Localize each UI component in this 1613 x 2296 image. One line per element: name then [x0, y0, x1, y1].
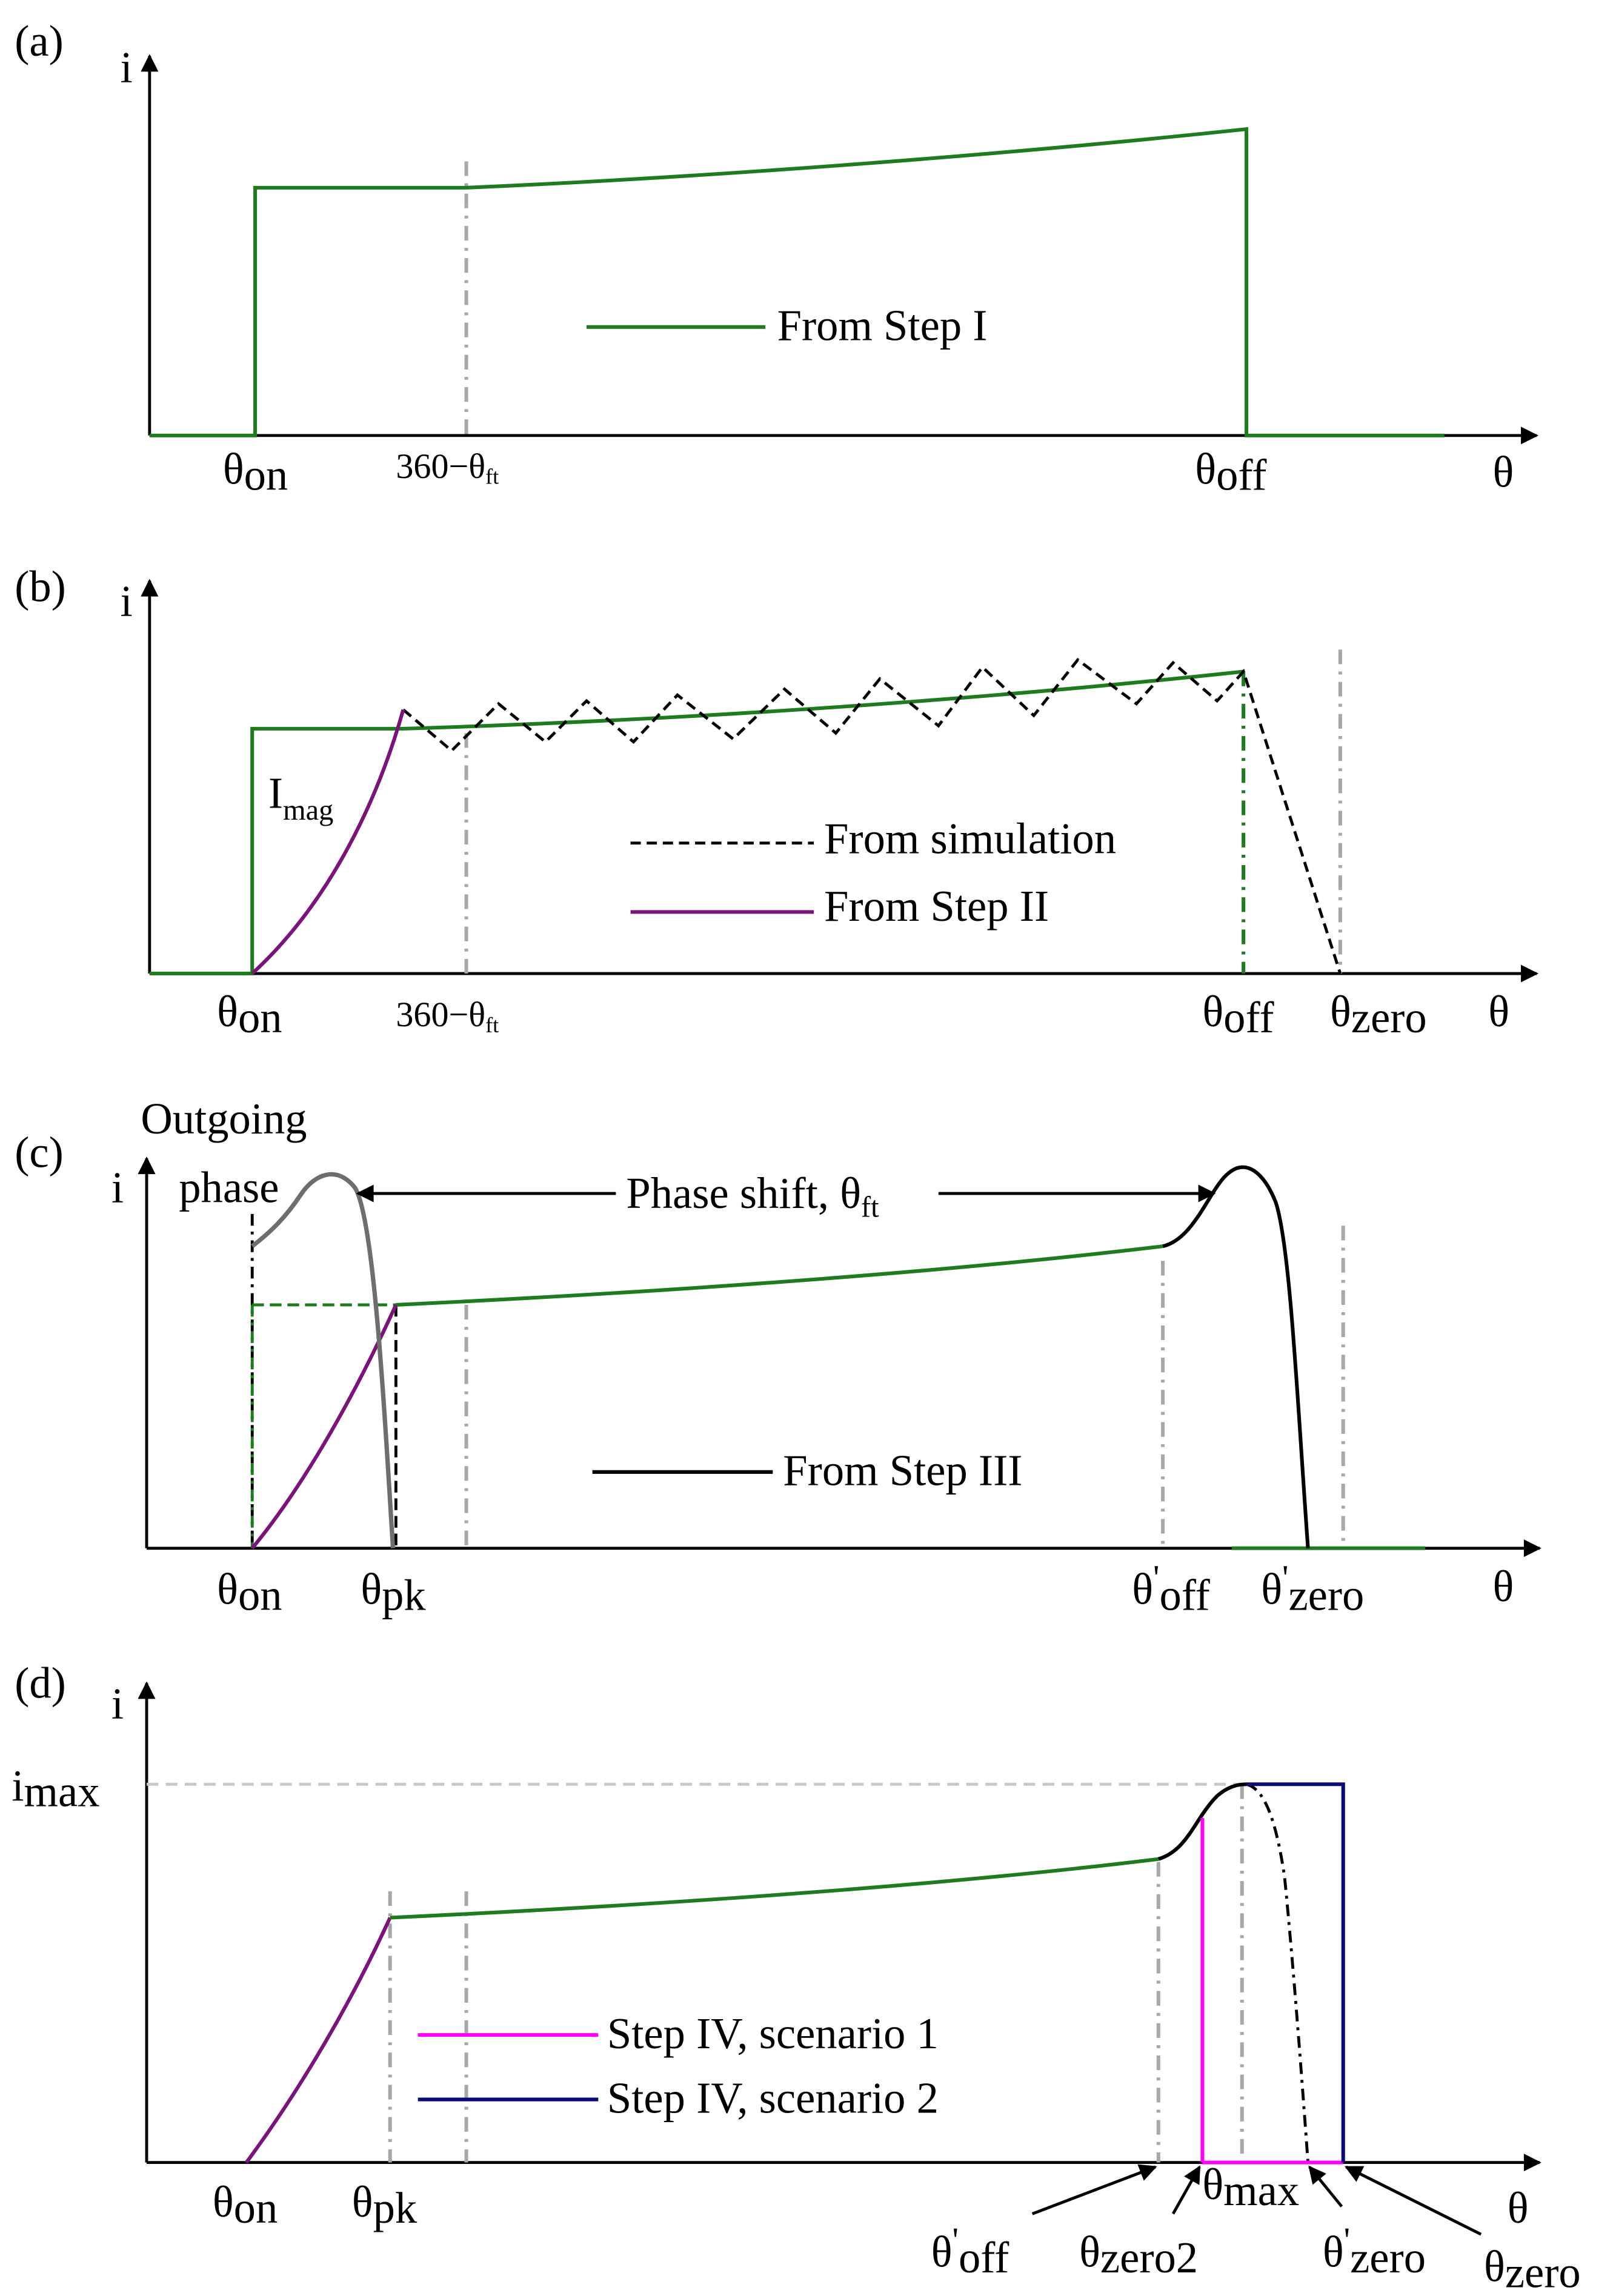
panel-b-y-axis-label: i	[120, 577, 132, 626]
panel-b-theta-on-label: θon	[217, 987, 282, 1042]
panel-d-original-fall	[1246, 1782, 1310, 2163]
panel-b-legend-sim-label: From simulation	[824, 814, 1116, 863]
panel-b-simulation-current	[402, 657, 1342, 974]
panel-d-theta-pk-label: θpk	[352, 2177, 417, 2232]
panel-c-magnetizing-current	[250, 1304, 398, 1550]
panel-c-theta-zero-prime-label: θ'zero	[1261, 1558, 1364, 1619]
panel-d-arrow-theta-zero2	[1171, 2165, 1201, 2215]
panel-c-outgoing-label: Outgoing	[141, 1094, 307, 1143]
panel-a-legend-label: From Step I	[777, 301, 988, 350]
panel-c-outgoing-phase-current	[251, 1172, 396, 1548]
panel-c-theta-on-label: θon	[217, 1565, 282, 1620]
panel-c-legend-label: From Step III	[783, 1446, 1022, 1495]
panel-d-theta-max-label: θmax	[1202, 2160, 1299, 2215]
panel-d-theta-zero-label: θzero	[1484, 2242, 1581, 2296]
panel-d-arrow-theta-off-prime	[1031, 2164, 1157, 2215]
panel-c-theta-off-prime-label: θ'off	[1132, 1558, 1210, 1619]
panel-d-x-axis-label: θ	[1508, 2183, 1529, 2232]
panel-d-legend-s1-label: Step IV, scenario 1	[607, 2009, 939, 2058]
panel-b: (b) i θ Imag From simulation From Step I…	[15, 562, 1539, 1042]
panel-d-theta-off-prime-label: θ'off	[931, 2220, 1009, 2282]
panel-b-theta-zero-label: θzero	[1330, 987, 1427, 1042]
panel-c: (c) Outgoing phase i θ Phase shift, θft …	[15, 1094, 1541, 1620]
panel-d-magnetizing-current	[245, 1917, 392, 2164]
panel-d-y-axis-label: i	[111, 1679, 124, 1728]
panel-a-theta-on-label: θon	[223, 445, 288, 500]
panel-d-theta-zero-prime-label: θ'zero	[1323, 2220, 1426, 2282]
panel-b-label: (b)	[15, 562, 66, 611]
panel-d-legend-s2-label: Step IV, scenario 2	[607, 2073, 939, 2122]
panel-d: (d) i θ imax Step IV, scenario 1 Step IV…	[12, 1659, 1580, 2296]
panel-d-arrow-theta-zero-prime	[1308, 2165, 1343, 2208]
panel-d-scenario1-current	[1200, 1817, 1343, 2165]
panel-b-step2-magnetizing-current	[251, 709, 405, 975]
panel-d-theta-on-label: θon	[213, 2177, 278, 2232]
panel-a-label: (a)	[15, 16, 64, 65]
panel-c-step3-current	[1162, 1165, 1310, 1548]
panel-a-step1-current	[149, 127, 1445, 437]
panel-c-phase-shift-label: Phase shift, θft	[626, 1169, 879, 1224]
panel-d-scenario2-current	[1246, 1782, 1345, 2163]
panel-b-theta-off-label: θoff	[1202, 987, 1274, 1042]
panel-d-arrow-theta-zero	[1344, 2165, 1482, 2236]
panel-d-theta-zero2-label: θzero2	[1079, 2227, 1198, 2282]
panel-a-theta-off-label: θoff	[1195, 445, 1267, 500]
panel-c-phase-label: phase	[179, 1163, 279, 1212]
panel-a: (a) i θ From Step I θon 360−θft θoff	[15, 16, 1539, 500]
panel-d-step1-current	[390, 1857, 1159, 1920]
panel-c-y-axis-label: i	[111, 1163, 124, 1212]
panel-d-rise-to-peak	[1157, 1782, 1247, 1861]
panel-c-step1-current	[396, 1244, 1163, 1307]
panel-a-y-axis-label: i	[120, 43, 132, 92]
panel-b-step1-current	[149, 669, 1244, 976]
panel-d-label: (d)	[15, 1659, 66, 1708]
panel-c-x-axis-label: θ	[1493, 1562, 1514, 1611]
panel-a-360-theta-ft-label: 360−θft	[396, 446, 499, 489]
panel-b-legend-step2-label: From Step II	[824, 881, 1049, 931]
panel-a-x-axis-label: θ	[1493, 448, 1514, 497]
panel-d-imax-label: imax	[12, 1761, 99, 1816]
panel-b-x-axis-label: θ	[1488, 987, 1509, 1036]
panel-b-imag-label: Imag	[268, 769, 334, 826]
panel-b-360-theta-ft-label: 360−θft	[396, 995, 499, 1037]
panel-c-theta-pk-label: θpk	[361, 1565, 426, 1620]
panel-c-label: (c)	[15, 1127, 64, 1176]
